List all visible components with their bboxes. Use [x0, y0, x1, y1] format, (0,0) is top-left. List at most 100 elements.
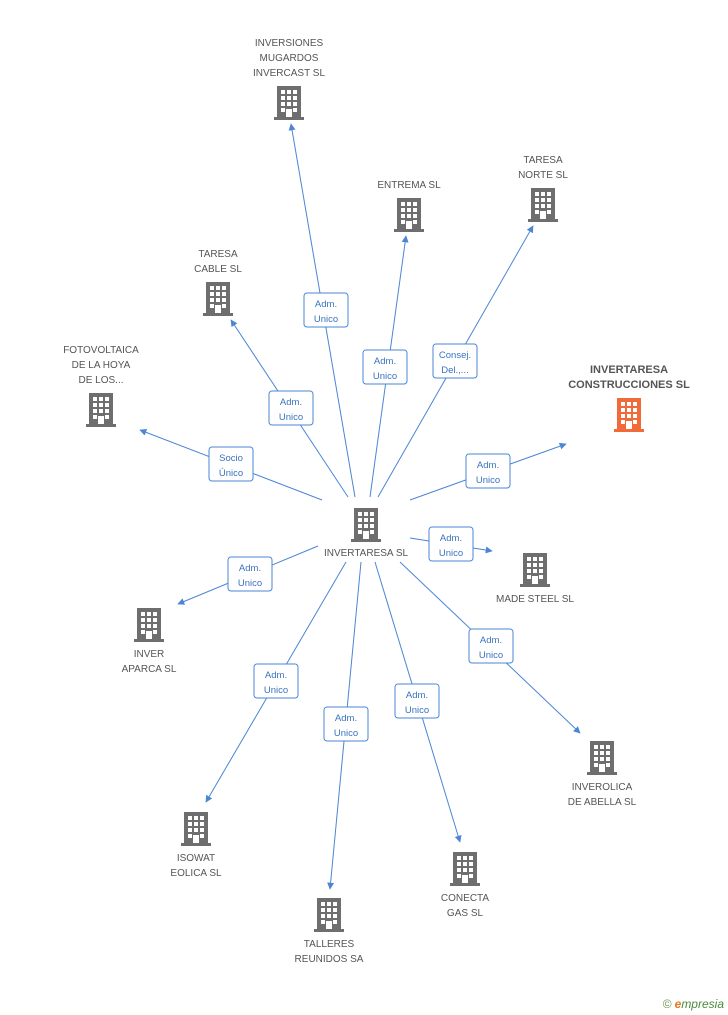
relation-label-box: [428, 526, 474, 562]
company-name: DE LA HOYA: [72, 360, 131, 371]
building-icon: [520, 553, 550, 587]
relation-label-conecta[interactable]: Adm. Unico: [394, 683, 440, 719]
relation-label-box: [468, 628, 514, 664]
company-node-construcciones[interactable]: INVERTARESA CONSTRUCCIONES SL: [568, 364, 690, 432]
relation-label-text: Unico: [279, 412, 303, 423]
brand-logo: ©empresia: [663, 997, 724, 1011]
relation-edge-talleres: Adm. Unico: [323, 561, 369, 890]
company-name: TALLERES: [304, 939, 355, 950]
company-name: INVERTARESA: [590, 364, 668, 376]
company-name: CONECTA: [441, 893, 489, 904]
company-node-inver_aparca[interactable]: INVER APARCA SL: [122, 608, 177, 675]
brand-initial: e: [674, 997, 682, 1011]
relation-edge-made_steel: Adm.Unico: [409, 526, 493, 562]
building-icon: [614, 398, 644, 432]
building-icon: [274, 86, 304, 120]
relation-label-inverolica[interactable]: Adm.Unico: [468, 628, 514, 664]
company-name: TARESA: [523, 155, 563, 166]
relation-label-box: [268, 390, 314, 426]
relation-label-box: [253, 663, 299, 699]
relation-label-box: [432, 343, 478, 379]
relation-label-text: Adm.: [406, 690, 428, 701]
company-name: TARESA: [198, 249, 238, 260]
building-icon: [394, 198, 424, 232]
company-name: INVER: [134, 649, 165, 660]
company-node-taresa_norte[interactable]: TARESA NORTE SL: [518, 155, 568, 222]
building-icon: [450, 852, 480, 886]
relation-label-text: Unico: [334, 728, 358, 739]
relation-label-box: [394, 683, 440, 719]
relation-label-text: Adm.: [280, 397, 302, 408]
company-node-made_steel[interactable]: MADE STEEL SL: [496, 553, 574, 605]
relation-label-text: Unico: [405, 705, 429, 716]
relation-edge-entrema: Adm.Unico: [362, 235, 409, 498]
relation-label-box: [208, 446, 254, 482]
company-name: DE LOS...: [78, 375, 123, 386]
relation-label-construcciones[interactable]: Adm.Unico: [465, 453, 511, 489]
building-icon: [203, 282, 233, 316]
relation-edge-mugardos: Adm.Unico: [288, 123, 356, 498]
company-name: INVERSIONES: [255, 38, 324, 49]
company-name: ISOWAT: [177, 853, 215, 864]
building-icon: [351, 508, 381, 542]
relation-label-text: Unico: [238, 578, 262, 589]
relation-label-text: Adm.: [315, 299, 337, 310]
relation-label-box: [303, 292, 349, 328]
relation-label-box: [362, 349, 408, 385]
relation-label-text: Del.,...: [441, 365, 468, 376]
company-node-entrema[interactable]: ENTREMA SL: [377, 180, 441, 232]
company-name: INVERTARESA SL: [324, 548, 409, 559]
company-node-fotovoltaica[interactable]: FOTOVOLTAICA DE LA HOYA DE LOS...: [63, 345, 139, 427]
company-name: EOLICA SL: [170, 868, 222, 879]
company-node-conecta[interactable]: CONECTA GAS SL: [441, 852, 489, 919]
relation-label-taresa_cable[interactable]: Adm. Unico: [268, 390, 314, 426]
relation-label-text: Adm.: [335, 713, 357, 724]
relation-label-talleres[interactable]: Adm. Unico: [323, 706, 369, 742]
building-icon: [587, 741, 617, 775]
relation-label-mugardos[interactable]: Adm.Unico: [303, 292, 349, 328]
relation-label-text: Unico: [439, 548, 463, 559]
relation-edge-construcciones: Adm.Unico: [409, 442, 567, 501]
company-name: CABLE SL: [194, 264, 242, 275]
relation-edge-inverolica: Adm. Unico: [399, 561, 581, 734]
company-node-center[interactable]: INVERTARESA SL: [324, 508, 409, 559]
company-name: NORTE SL: [518, 170, 568, 181]
relation-label-box: [227, 556, 273, 592]
relation-label-box: [465, 453, 511, 489]
relation-label-inver_aparca[interactable]: Adm. Unico: [227, 556, 273, 592]
relation-label-text: Socio: [219, 453, 243, 464]
relation-edge-taresa_cable: Adm. Unico: [230, 319, 349, 498]
relation-label-text: Único: [219, 468, 243, 479]
relation-label-taresa_norte[interactable]: Consej. Del.,...: [432, 343, 478, 379]
relation-label-text: Consej.: [439, 350, 471, 361]
relation-label-text: Adm.: [477, 460, 499, 471]
building-icon: [314, 898, 344, 932]
company-name: DE ABELLA SL: [568, 797, 637, 808]
relation-edge-isowat: Adm. Unico: [205, 561, 347, 803]
relation-label-made_steel[interactable]: Adm.Unico: [428, 526, 474, 562]
relation-edge-conecta: Adm. Unico: [374, 561, 462, 843]
building-icon: [134, 608, 164, 642]
relation-label-text: Unico: [479, 650, 503, 661]
company-node-isowat[interactable]: ISOWAT EOLICA SL: [170, 812, 222, 879]
company-node-taresa_cable[interactable]: TARESA CABLE SL: [194, 249, 242, 316]
relation-edge-inver_aparca: Adm. Unico: [177, 545, 319, 605]
company-name: FOTOVOLTAICA: [63, 345, 139, 356]
company-name: ENTREMA SL: [377, 180, 441, 191]
relation-label-entrema[interactable]: Adm.Unico: [362, 349, 408, 385]
relation-label-text: Adm.: [265, 670, 287, 681]
company-name: MADE STEEL SL: [496, 594, 574, 605]
company-name: GAS SL: [447, 908, 484, 919]
relation-edge-taresa_norte: Consej. Del.,...: [377, 225, 534, 498]
relation-label-isowat[interactable]: Adm.Unico: [253, 663, 299, 699]
company-name: APARCA SL: [122, 664, 177, 675]
relation-label-box: [323, 706, 369, 742]
company-name: INVERCAST SL: [253, 68, 325, 79]
relation-label-text: Adm.: [239, 563, 261, 574]
company-name: CONSTRUCCIONES SL: [568, 379, 690, 391]
